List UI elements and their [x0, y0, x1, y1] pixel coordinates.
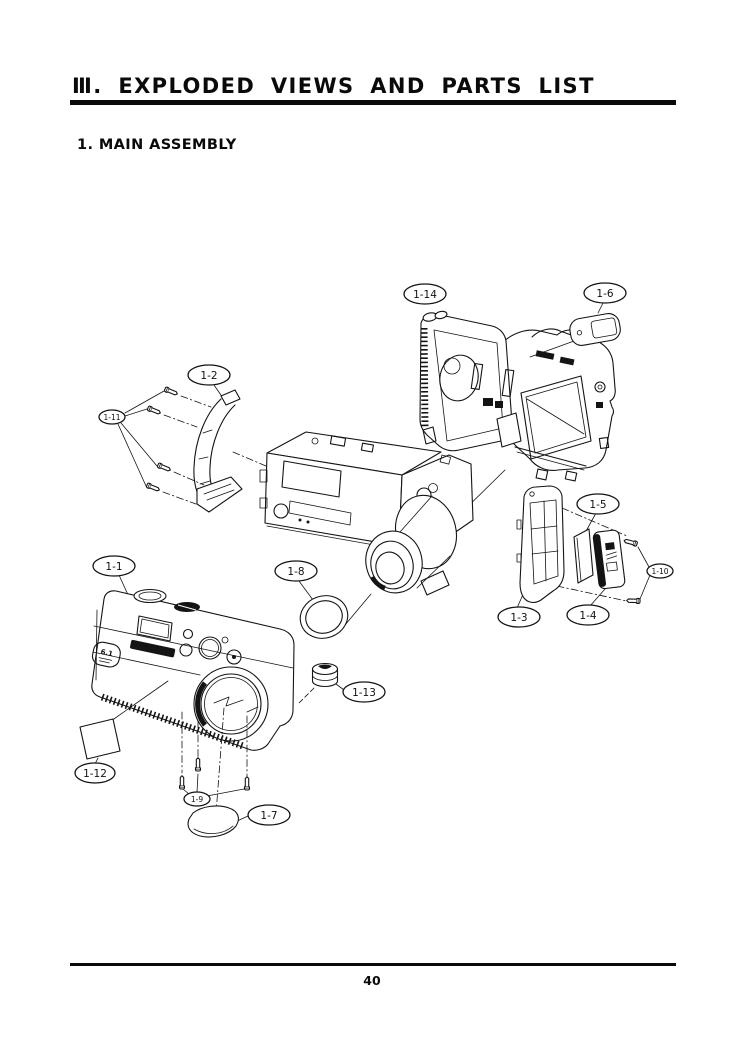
page-number: 40: [363, 973, 381, 988]
svg-text:1-6: 1-6: [596, 288, 613, 300]
svg-text:1-8: 1-8: [287, 566, 304, 578]
svg-text:1-1: 1-1: [105, 561, 122, 573]
callout-1-6: 1-6: [583, 282, 627, 304]
callout-1-1: 1-1: [92, 555, 136, 577]
callout-1-11: 1-11: [98, 409, 126, 425]
section-heading: 1. MAIN ASSEMBLY: [77, 137, 237, 153]
part-1-13-knob: [298, 662, 345, 704]
footer-rule: [70, 963, 676, 966]
svg-text:1-14: 1-14: [413, 289, 437, 301]
main-chassis-lens-assembly: [259, 431, 474, 596]
part-1-5-sheet: [573, 512, 597, 584]
callout-1-2: 1-2: [187, 364, 231, 386]
callout-1-7: 1-7: [247, 804, 291, 826]
svg-text:1-2: 1-2: [200, 370, 217, 382]
callout-1-13: 1-13: [342, 681, 386, 703]
part-1-3-battery-cover: [516, 485, 565, 609]
svg-text:1-12: 1-12: [83, 768, 107, 780]
svg-text:1-9: 1-9: [191, 795, 203, 804]
part-1-8-lens-ring: [298, 580, 372, 639]
svg-text:1-10: 1-10: [651, 567, 668, 576]
part-1-12-label-sticker: [79, 680, 169, 765]
part-1-10-screws: [622, 537, 651, 605]
part-1-6-cover-plate: [529, 302, 621, 358]
part-1-1-front-body: 6.1: [91, 574, 295, 751]
part-1-4-battery: [589, 529, 626, 607]
part-1-2-side-bracket: [193, 384, 267, 513]
title-underline: [70, 100, 676, 105]
svg-text:1-5: 1-5: [589, 499, 606, 511]
callout-1-8: 1-8: [274, 560, 318, 582]
callout-1-10: 1-10: [646, 563, 674, 579]
callout-1-4: 1-4: [566, 604, 610, 626]
part-1-9-screws: [178, 705, 251, 815]
megapixel-badge: 6.1: [91, 641, 121, 668]
part-1-7-cover-plate: [187, 805, 249, 838]
svg-text:1-11: 1-11: [103, 413, 120, 422]
svg-text:1-13: 1-13: [352, 687, 376, 699]
svg-text:1-3: 1-3: [510, 612, 527, 624]
callout-1-5: 1-5: [576, 493, 620, 515]
callout-1-12: 1-12: [74, 762, 116, 784]
svg-text:1-4: 1-4: [579, 610, 596, 622]
part-1-11-screws: [117, 386, 212, 505]
callout-1-3: 1-3: [497, 606, 541, 628]
svg-text:1-7: 1-7: [260, 810, 277, 822]
page-title: Ⅲ. EXPLODED VIEWS AND PARTS LIST: [72, 74, 595, 98]
brand-logo-bar: [130, 639, 176, 658]
callout-1-9: 1-9: [183, 791, 211, 807]
svg-text:6.1: 6.1: [100, 648, 114, 658]
callouts: 1-1 1-2 1-3 1-4 1-5 1-6: [74, 282, 674, 826]
part-1-14-rear-cover-assembly: [419, 310, 616, 523]
callout-1-14: 1-14: [403, 283, 447, 305]
